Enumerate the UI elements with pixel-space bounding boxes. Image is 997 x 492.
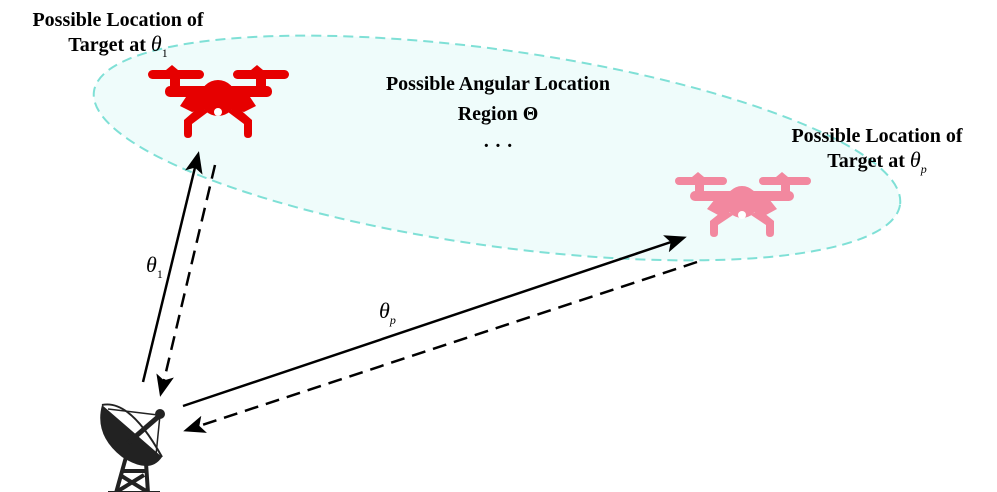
angular-region xyxy=(92,34,902,262)
theta-symbol: θ xyxy=(909,147,921,172)
region-label-line1: Possible Angular Location xyxy=(385,73,611,95)
theta-symbol: θ xyxy=(146,252,157,277)
target-1-label-line2-wrap: Target at θ1 xyxy=(0,31,236,61)
target-p-label-line2-wrap: Target at θp xyxy=(757,147,997,177)
theta-subscript: p xyxy=(920,162,927,176)
beam-p-angle-label: θp xyxy=(379,298,396,327)
target-1-label-line2: Target at xyxy=(68,34,151,56)
theta-symbol: θ xyxy=(150,31,162,56)
beam-1-angle-label: θ1 xyxy=(146,252,163,281)
region-symbol: Θ xyxy=(522,103,539,125)
region-label-line2-wrap: Region Θ xyxy=(332,102,664,126)
transmit-beam-1 xyxy=(141,151,203,383)
region-label-line2: Region xyxy=(457,103,523,125)
region-ellipsis: · · · xyxy=(482,135,513,157)
theta-subscript: p xyxy=(389,313,396,327)
echo-beam-1 xyxy=(156,164,217,397)
target-p-label: Possible Location of Target at θp xyxy=(757,124,997,177)
drone-icon xyxy=(148,65,289,138)
echo-beam-p xyxy=(183,260,698,433)
theta-symbol: θ xyxy=(379,298,390,323)
theta-subscript: 1 xyxy=(161,46,168,60)
radar-dish-icon xyxy=(100,403,165,492)
target-1-label: Possible Location of Target at θ1 xyxy=(0,8,236,61)
theta-subscript: 1 xyxy=(156,267,163,281)
target-p-label-line1: Possible Location of xyxy=(791,125,963,147)
drone-icon xyxy=(675,172,811,237)
region-label: Possible Angular Location Region Θ · · · xyxy=(332,72,664,158)
target-1-label-line1: Possible Location of xyxy=(32,9,204,31)
transmit-beam-p xyxy=(182,235,687,408)
target-p-label-line2: Target at xyxy=(827,150,910,172)
